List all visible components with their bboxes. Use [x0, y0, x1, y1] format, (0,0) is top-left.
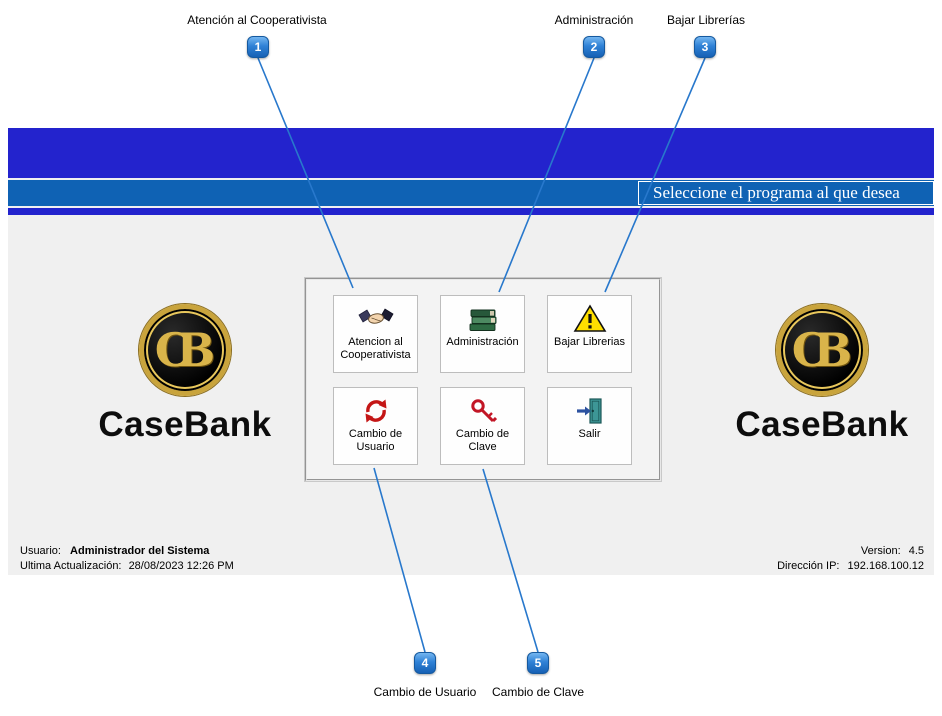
callout-label-cambio-clave: Cambio de Clave — [491, 685, 585, 699]
app-window: Seleccione el programa al que desea CB C… — [8, 128, 934, 575]
casebank-coin-icon: CB — [139, 304, 231, 396]
status-left: Usuario: Administrador del Sistema Ultim… — [20, 545, 234, 575]
button-label: Bajar Librerias — [554, 336, 625, 348]
status-right: Version: 4.5 Dirección IP: 192.168.100.1… — [777, 545, 924, 575]
coin-initials: CB — [791, 323, 852, 377]
prompt-text: Seleccione el programa al que desea — [638, 181, 934, 205]
ip-value: 192.168.100.12 — [847, 560, 924, 572]
version-value: 4.5 — [908, 545, 924, 557]
salir-button[interactable]: Salir — [547, 387, 632, 465]
callout-badge-2: 2 — [583, 36, 605, 58]
cambio-clave-button[interactable]: Cambio de Clave — [440, 387, 525, 465]
callout-badge-3: 3 — [694, 36, 716, 58]
updated-value: 28/08/2023 12:26 PM — [128, 560, 234, 572]
warning-icon — [573, 304, 606, 332]
callout-label-administracion: Administración — [554, 13, 634, 27]
button-label: Atencion al Cooperativista — [340, 336, 411, 361]
books-icon — [469, 309, 496, 331]
button-label: Salir — [578, 428, 601, 440]
handshake-icon — [357, 308, 394, 324]
bajar-librerias-button[interactable]: Bajar Librerias — [547, 295, 632, 373]
button-label: Administración — [446, 336, 519, 348]
ip-label: Dirección IP: — [777, 560, 840, 572]
logo-left: CB CaseBank — [80, 304, 290, 445]
callout-label-atencion: Atención al Cooperativista — [187, 13, 327, 27]
logo-wordmark: CaseBank — [98, 405, 272, 444]
updated-label: Ultima Actualización: — [20, 560, 122, 572]
key-icon — [470, 399, 497, 423]
callout-badge-5: 5 — [527, 652, 549, 674]
logo-wordmark: CaseBank — [735, 405, 909, 444]
exit-door-icon — [576, 398, 602, 424]
administracion-button[interactable]: Administración — [440, 295, 525, 373]
callout-badge-1: 1 — [247, 36, 269, 58]
callout-label-bajar-librerias: Bajar Librerías — [666, 13, 746, 27]
cambio-usuario-button[interactable]: Cambio de Usuario — [333, 387, 418, 465]
user-value: Administrador del Sistema — [70, 545, 210, 557]
prompt-bar: Seleccione el programa al que desea — [8, 180, 934, 206]
casebank-coin-icon: CB — [776, 304, 868, 396]
version-label: Version: — [860, 545, 901, 557]
logo-right: CB CaseBank — [717, 304, 927, 445]
callout-label-cambio-usuario: Cambio de Usuario — [373, 685, 477, 699]
user-label: Usuario: — [20, 545, 61, 557]
button-label: Cambio de Usuario — [348, 428, 403, 453]
divider-bar — [8, 208, 934, 215]
title-banner — [8, 128, 934, 178]
menu-panel: Atencion al Cooperativista Administració… — [305, 278, 661, 481]
coin-initials: CB — [154, 323, 215, 377]
atencion-cooperativista-button[interactable]: Atencion al Cooperativista — [333, 295, 418, 373]
callout-badge-4: 4 — [414, 652, 436, 674]
user-refresh-icon — [365, 399, 386, 423]
button-label: Cambio de Clave — [455, 428, 510, 453]
